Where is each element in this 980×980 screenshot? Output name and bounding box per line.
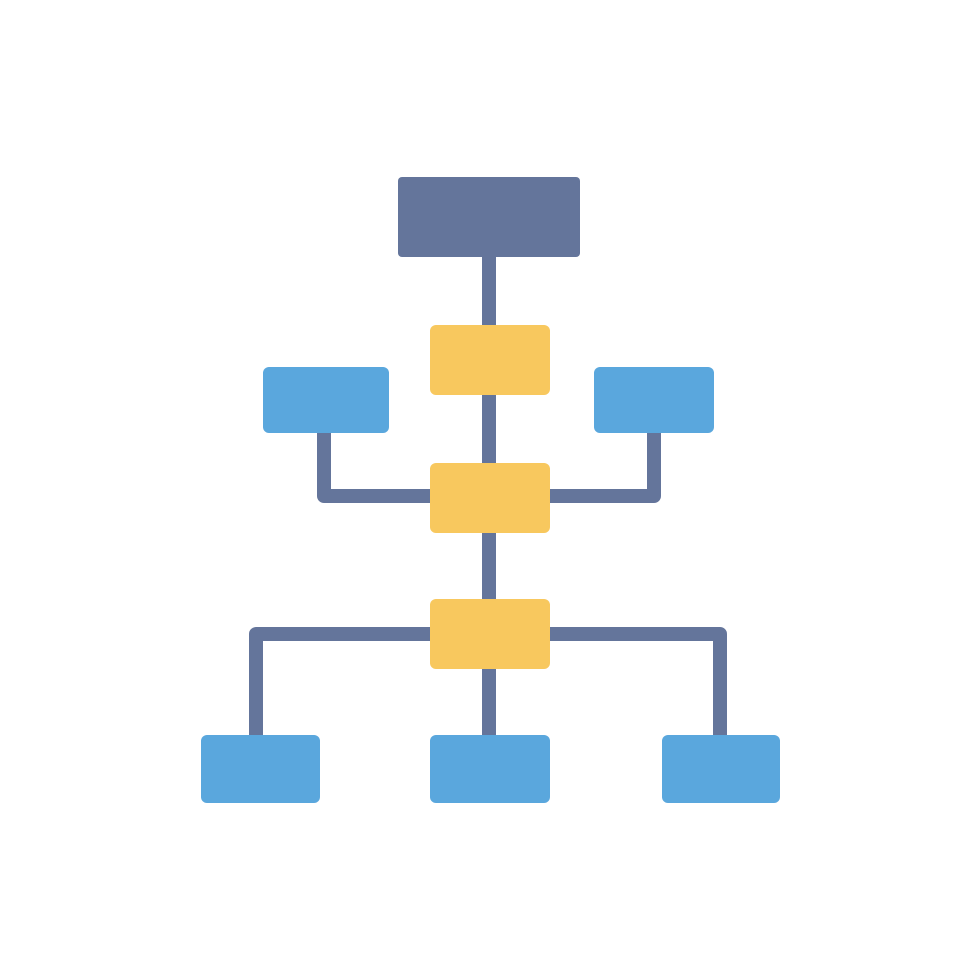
hub-box-1 <box>430 325 550 395</box>
root-box <box>398 177 580 257</box>
leaf-box-bottom-left <box>201 735 320 803</box>
connector-upper-right <box>539 423 661 503</box>
connector-bottom-left <box>249 627 439 745</box>
leaf-box-upper-left <box>263 367 389 433</box>
leaf-box-bottom-center <box>430 735 550 803</box>
leaf-box-bottom-right <box>662 735 780 803</box>
connector-upper-left <box>317 423 439 503</box>
leaf-box-upper-right <box>594 367 714 433</box>
connector-bottom-right <box>539 627 727 745</box>
hub-box-3 <box>430 599 550 669</box>
hub-box-2 <box>430 463 550 533</box>
